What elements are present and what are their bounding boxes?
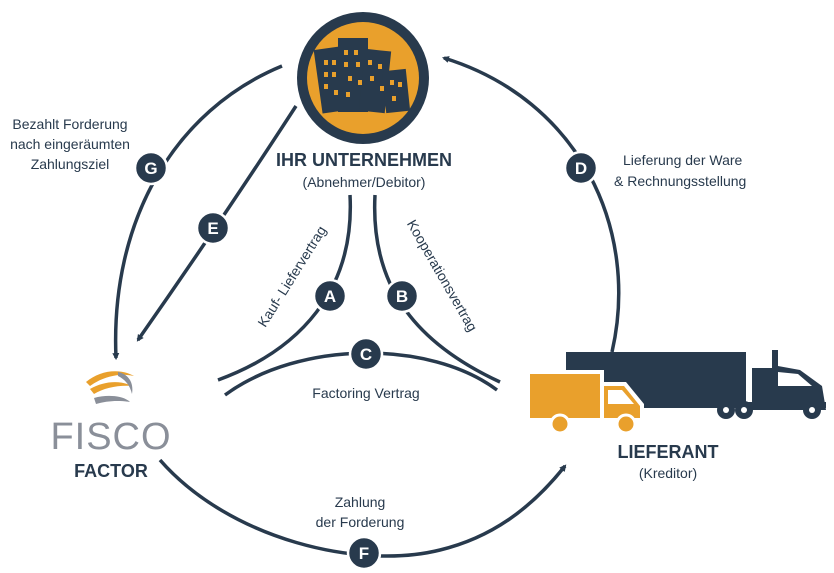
badge-a-letter: A bbox=[324, 287, 336, 306]
trucks-icon bbox=[526, 350, 826, 435]
flow-d-line1: Lieferung der Ware bbox=[623, 152, 743, 168]
badge-d: D bbox=[563, 150, 599, 186]
badge-e: E bbox=[195, 210, 231, 246]
company-title: IHR UNTERNEHMEN bbox=[276, 150, 452, 170]
badge-f-letter: F bbox=[359, 544, 369, 563]
flow-g-line2: nach eingeräumten bbox=[10, 136, 130, 152]
company-node bbox=[297, 12, 429, 144]
flow-f-line2: der Forderung bbox=[316, 514, 405, 530]
buildings-icon bbox=[313, 38, 411, 114]
curve-a-purchase-contract bbox=[217, 194, 353, 382]
badge-f: F bbox=[346, 535, 382, 571]
flow-g-line3: Zahlungsziel bbox=[31, 156, 110, 172]
flow-d-line2: & Rechnungsstellung bbox=[614, 173, 746, 189]
supplier-title: LIEFERANT bbox=[618, 442, 719, 462]
badge-g: G bbox=[133, 150, 169, 186]
supplier-subtitle: (Kreditor) bbox=[639, 465, 697, 481]
badge-e-letter: E bbox=[207, 219, 218, 238]
company-subtitle: (Abnehmer/Debitor) bbox=[303, 174, 426, 190]
badge-b: B bbox=[384, 278, 420, 314]
badge-c-letter: C bbox=[360, 345, 372, 364]
contract-b-label: Kooperationsvertrag bbox=[404, 217, 481, 334]
flow-g-line1: Bezahlt Forderung bbox=[12, 116, 127, 132]
flow-f-line1: Zahlung bbox=[335, 494, 386, 510]
factor-label: FACTOR bbox=[74, 461, 148, 481]
badge-a: A bbox=[312, 278, 348, 314]
badge-b-letter: B bbox=[396, 287, 408, 306]
arc-f-payment-to-supplier bbox=[158, 458, 567, 558]
badge-d-letter: D bbox=[575, 159, 587, 178]
contract-c-label: Factoring Vertrag bbox=[312, 385, 419, 401]
badge-g-letter: G bbox=[144, 159, 157, 178]
factor-logo-text: FISCO bbox=[50, 416, 171, 458]
fisco-logo-icon bbox=[86, 371, 134, 404]
contract-a-label: Kauf- Liefervertrag bbox=[254, 223, 329, 330]
arc-g-payment-to-factor bbox=[112, 64, 283, 361]
badge-c: C bbox=[348, 336, 384, 372]
